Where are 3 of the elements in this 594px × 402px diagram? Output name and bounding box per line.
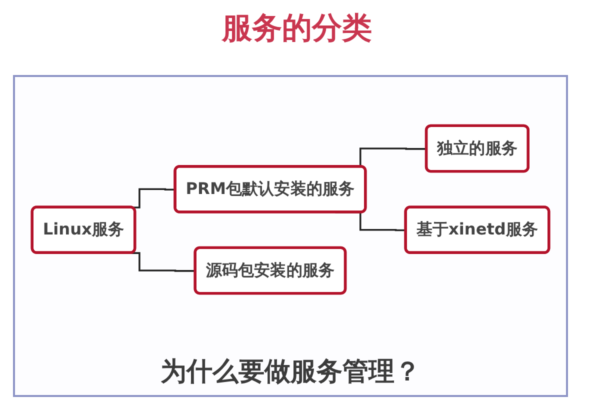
content-panel: Linux服务 PRM包默认安装的服务 源码包安装的服务 独立的服务 基于xinetd服务 为什么要做服务管理？: [13, 75, 568, 397]
question-text: 为什么要做服务管理？: [160, 357, 420, 387]
title: 服务的分类: [222, 11, 372, 46]
